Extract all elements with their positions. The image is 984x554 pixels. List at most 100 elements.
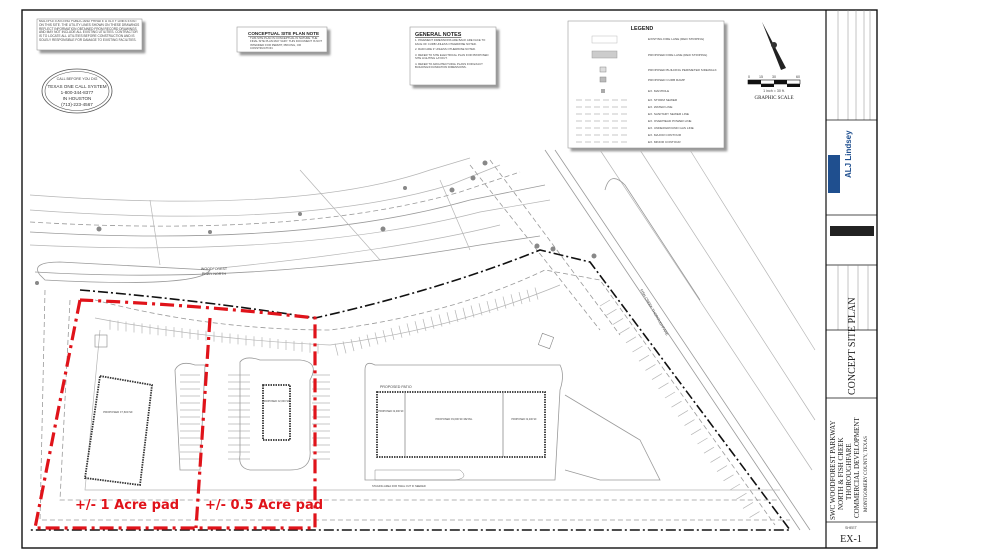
parking-stall-line	[414, 321, 419, 334]
patio-label: PROPOSED PATIO	[380, 385, 412, 389]
staging-label: STAGING AREA FOR SWAL OUT IF NEEDED	[372, 484, 426, 488]
utility-note: MULTIPLE EXISTING PUBLIC AND PRIVATE UTI…	[36, 18, 143, 51]
parking-stall-line	[358, 336, 363, 349]
legend-item: PROPOSED BUILDING PERIMETER SIDEWALK	[648, 68, 718, 72]
graphic-scale: 0 15 30 60 1 inch = 30 ft. GRAPHIC SCALE	[747, 75, 801, 101]
sheet-number: EX-1	[840, 534, 862, 545]
title-block: ALJ Lindsey CONCEPT SITE PLAN SWC WOODFO…	[826, 10, 877, 545]
parking-stall-line	[382, 330, 387, 343]
parking-stall-line	[697, 437, 708, 445]
parking-stall-line	[749, 511, 760, 518]
one-call-line: IN HOUSTON	[63, 96, 92, 101]
scale-tick: 0	[748, 75, 750, 79]
parking-layout: PROPOSED PATIO STAGING AREA FOR SWAL OUT…	[39, 269, 790, 526]
parking-stall-line	[334, 343, 339, 356]
parking-stall-line	[612, 318, 624, 325]
building-mid-label: PROPOSED ±2,000 SF	[262, 399, 290, 403]
sheet-border	[21, 9, 878, 549]
pad-outlines: +/- 1 Acre pad +/- 0.5 Acre pad	[33, 298, 323, 530]
firm-name: ALJ Lindsey	[844, 130, 853, 178]
parking-stall-line	[390, 327, 395, 341]
scale-label: GRAPHIC SCALE	[754, 96, 793, 101]
one-call-line: (713)-223-4567	[61, 102, 93, 107]
conceptual-site-plan-note: CONCEPTUAL SITE PLAN NOTE THIS SITE PLAN…	[236, 26, 328, 53]
legend-item: PROPOSED CURB RAMP	[648, 78, 685, 82]
parking-stall-line	[462, 307, 467, 320]
pad-2-label: +/- 0.5 Acre pad	[205, 498, 323, 513]
one-call-line: 1-800-344-8377	[61, 90, 94, 95]
parking-stall-line	[430, 316, 435, 329]
sheet-title: CONCEPT SITE PLAN	[847, 297, 858, 395]
parking-stall-line	[651, 373, 663, 380]
legend-item: EX. WATER LINE	[648, 105, 672, 109]
parking-stall-line	[502, 296, 507, 309]
general-notes-title: GENERAL NOTES	[415, 32, 462, 38]
scale-tick: 30	[772, 75, 776, 79]
legend-item: EX. SANITARY SEWER LINE	[648, 112, 689, 116]
project-line: MONTGOMERY COUNTY, TEXAS	[864, 436, 869, 512]
parking-stall-line	[510, 294, 515, 307]
parking-stall-line	[470, 305, 475, 318]
parking-stall-line	[690, 428, 702, 436]
parking-stall-line	[422, 318, 427, 332]
parking-stall-line	[526, 289, 531, 302]
parking-stall-line	[350, 339, 355, 352]
one-call-stamp: CALL BEFORE YOU DIG TEXAS ONE CALL SYSTE…	[41, 68, 113, 114]
firm-logo	[828, 155, 840, 193]
parking-stall-line	[671, 400, 682, 408]
parking-stall-line	[486, 300, 491, 314]
parking-stall-line	[599, 299, 611, 307]
parking-stall-line	[716, 465, 728, 472]
parking-stall-line	[632, 345, 643, 353]
property-boundary	[30, 249, 792, 531]
conceptual-note-text: THIS SITE PLAN IS CONCEPTUAL IN NATURE. …	[250, 37, 323, 51]
street-label: PKWY NORTH	[202, 272, 227, 276]
legend-item: PROPOSED FIRE LANE (RED STRIPING)	[648, 53, 707, 57]
legend-item: EX. STORM SEWER	[648, 98, 678, 102]
legend-item: EX. OVERHEAD POWER LINE	[648, 119, 692, 123]
parking-stall-line	[645, 364, 656, 371]
parking-stall-line	[677, 410, 689, 417]
building-main-left-label: PROPOSED ±2,000 SF	[378, 410, 404, 413]
project-line: COMMERCIAL DEVELOPMENT	[853, 417, 861, 518]
building-main: PROPOSED ±2,000 SF PROPOSED ±9,600 SF RE…	[376, 391, 546, 458]
parking-stall-line	[518, 291, 523, 305]
building-left: PROPOSED ±7,600 SF	[83, 374, 153, 487]
parking-stall-line	[736, 492, 747, 500]
north-arrow-icon	[762, 22, 786, 70]
general-note-item: 1. PAVEMENT DIMENSIONS ARE BACK ARE FACE…	[415, 39, 486, 46]
parking-stall-line	[742, 502, 754, 509]
pad-1-label: +/- 1 Acre pad	[75, 498, 179, 513]
general-notes: GENERAL NOTES 1. PAVEMENT DIMENSIONS ARE…	[409, 26, 497, 86]
building-main-right-label: PROPOSED ±2,400 SF	[511, 418, 537, 421]
parking-stall-line	[534, 287, 539, 300]
parking-stall-line	[494, 298, 499, 311]
legend-item: EX. MAJOR CONTOUR	[648, 133, 682, 137]
scale-tick: 60	[796, 75, 800, 79]
parking-stall-line	[664, 391, 676, 399]
scale-tick: 15	[759, 75, 763, 79]
parking-stall-line	[723, 474, 734, 482]
parking-stall-line	[703, 446, 715, 454]
legend: LEGEND EXISTING FIRE LANE (RED STRIPING)…	[567, 20, 725, 149]
sheet-label: SHEET	[845, 526, 858, 530]
parking-stall-line	[478, 303, 483, 316]
parking-stall-line	[366, 334, 371, 347]
parking-stall-line	[710, 456, 721, 463]
legend-item: EX. UNDERGROUND GAS LINE	[648, 126, 694, 130]
legend-item: EX. MINOR CONTOUR	[648, 140, 681, 144]
parking-stall-line	[406, 323, 411, 336]
parking-stall-line	[606, 308, 617, 316]
parking-stall-line	[619, 327, 630, 334]
general-note-item: 3. REFER TO SITE ELECTRICAL PLAN FOR PRO…	[415, 52, 489, 60]
one-call-line: TEXAS ONE CALL SYSTEM	[47, 84, 106, 89]
conceptual-note-title: CONCEPTUAL SITE PLAN NOTE	[248, 31, 319, 36]
parking-stall-line	[342, 341, 347, 354]
scale-unit: 1 inch = 30 ft.	[763, 89, 785, 93]
parking-stall-line	[625, 336, 637, 344]
legend-title: LEGEND	[631, 26, 654, 32]
one-call-line: CALL BEFORE YOU DIG	[57, 77, 98, 81]
project-line: THOROUGHFARE	[845, 443, 853, 500]
legend-item: EX. MANHOLE	[648, 89, 669, 93]
